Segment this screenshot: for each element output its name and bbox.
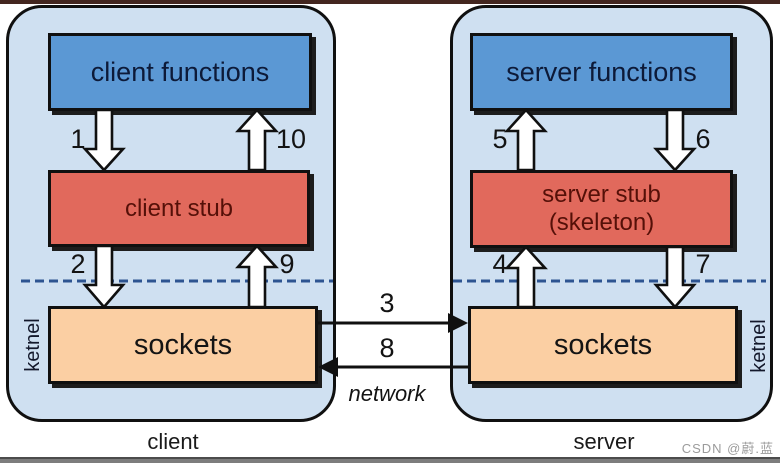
client-stub-box: client stub bbox=[48, 170, 310, 247]
server-sockets-label: sockets bbox=[553, 328, 653, 361]
step-label-10: 10 bbox=[275, 124, 307, 154]
step-label-7: 7 bbox=[695, 249, 711, 279]
server-sockets-box: sockets bbox=[468, 306, 738, 384]
step-label-5: 5 bbox=[492, 124, 508, 154]
step-label-2: 2 bbox=[70, 249, 86, 279]
step-label-1: 1 bbox=[70, 124, 86, 154]
server-kernel-label: ketnel bbox=[748, 319, 770, 373]
step-label-3: 3 bbox=[379, 288, 395, 318]
network-caption: network bbox=[348, 381, 426, 406]
step-label-6: 6 bbox=[695, 124, 711, 154]
server-stub-label-line1: server stub bbox=[542, 181, 661, 209]
client-sockets-box: sockets bbox=[48, 306, 318, 384]
server-stub-box: server stub (skeleton) bbox=[470, 170, 733, 248]
step-label-9: 9 bbox=[279, 249, 295, 279]
bottom-border-strip bbox=[0, 457, 780, 463]
client-stub-label: client stub bbox=[124, 194, 234, 222]
server-stub-label-line2: (skeleton) bbox=[548, 209, 655, 236]
client-caption: client bbox=[147, 429, 199, 454]
csdn-watermark: CSDN @蔚.蓝 bbox=[681, 441, 774, 456]
step-label-4: 4 bbox=[492, 249, 508, 279]
client-kernel-label: ketnel bbox=[22, 318, 44, 372]
client-sockets-label: sockets bbox=[133, 328, 233, 361]
server-functions-label: server functions bbox=[506, 56, 697, 87]
step-label-8: 8 bbox=[379, 333, 395, 363]
server-functions-box: server functions bbox=[470, 33, 733, 111]
client-functions-label: client functions bbox=[90, 56, 270, 87]
top-border-strip bbox=[0, 0, 780, 4]
client-functions-box: client functions bbox=[48, 33, 312, 111]
server-caption: server bbox=[573, 429, 635, 454]
